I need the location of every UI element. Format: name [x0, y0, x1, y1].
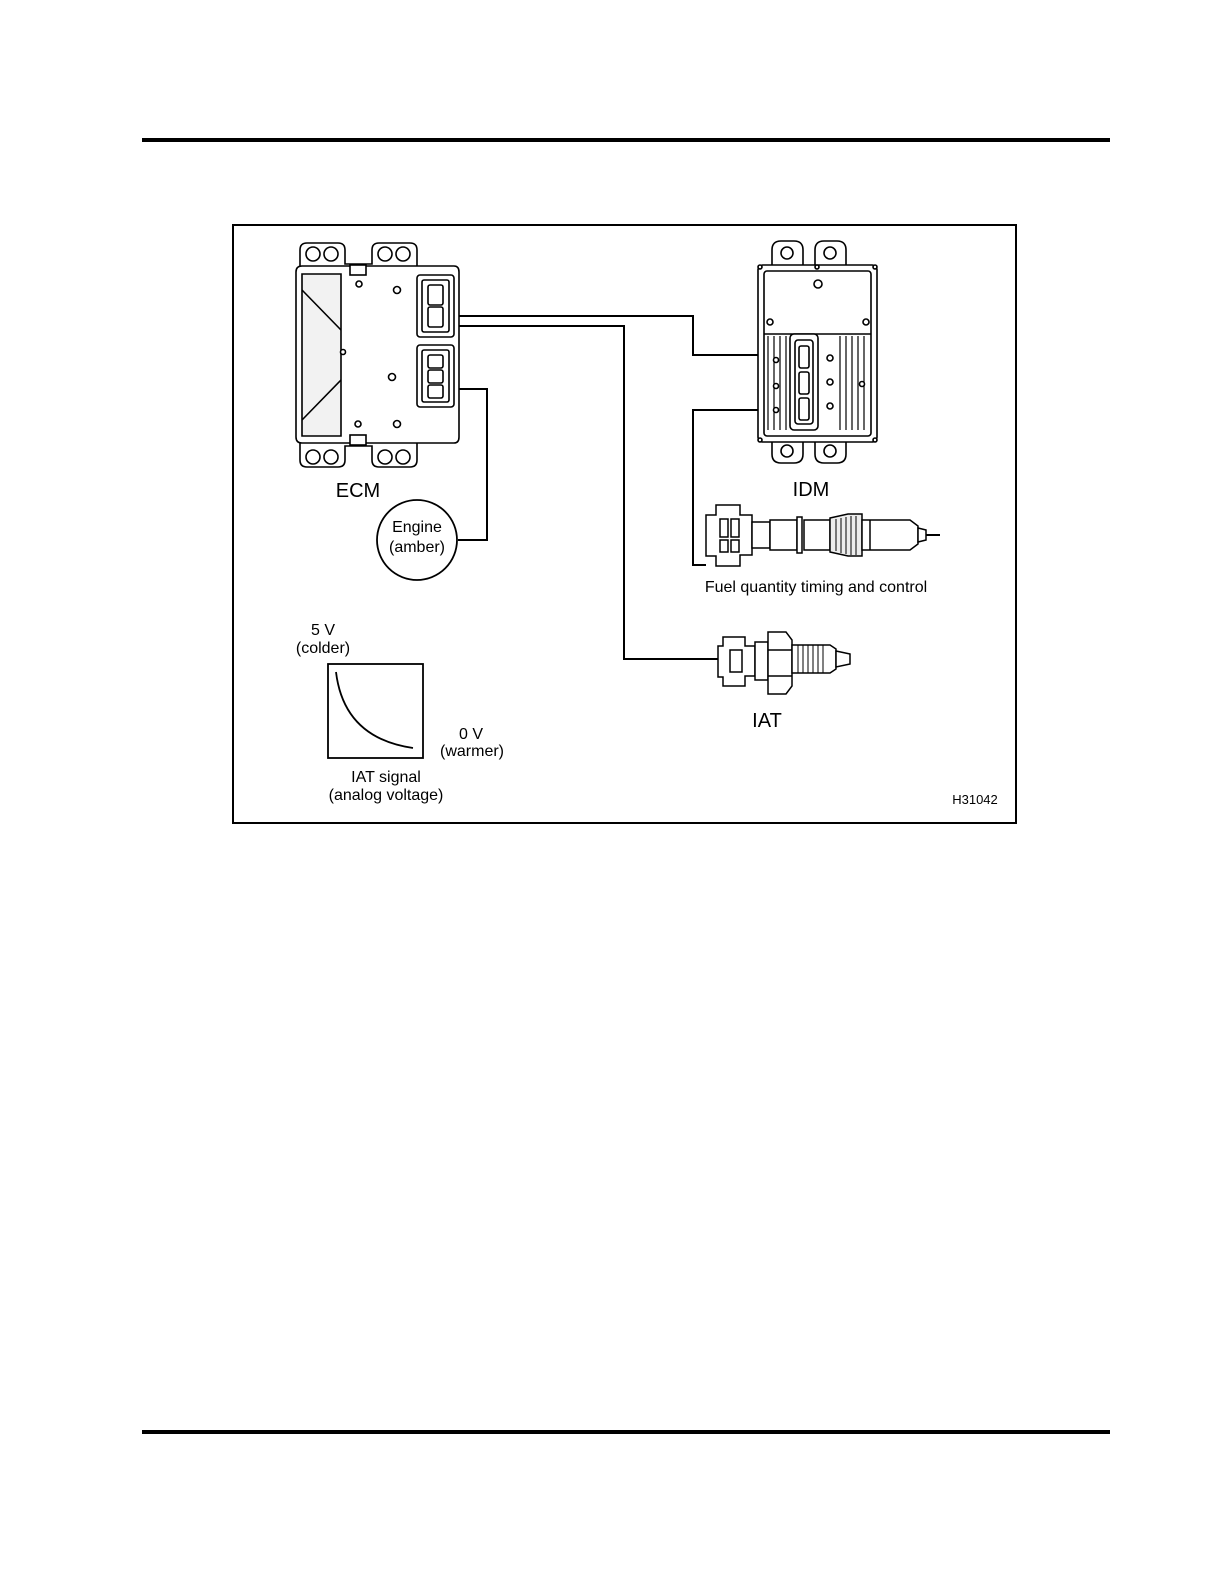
graph-title-2: (analog voltage) — [329, 787, 444, 804]
engine-lamp-label-1: Engine — [392, 519, 442, 536]
ecm-label: ECM — [336, 480, 380, 502]
engine-lamp: Engine (amber) — [377, 500, 457, 580]
engine-lamp-label-2: (amber) — [389, 539, 445, 556]
graph-low-note: (warmer) — [440, 743, 504, 760]
graph-high-note: (colder) — [296, 640, 350, 657]
iat-label: IAT — [752, 710, 782, 732]
graph-low-voltage: 0 V — [459, 726, 483, 743]
graph-box — [328, 664, 423, 758]
injector-label: Fuel quantity timing and control — [705, 579, 927, 596]
idm-module — [758, 241, 877, 463]
graph-high-voltage: 5 V — [311, 622, 335, 639]
figure-id: H31042 — [952, 792, 998, 807]
ecm-module — [296, 243, 459, 467]
graph-title-1: IAT signal — [351, 769, 421, 786]
idm-label: IDM — [793, 479, 830, 501]
